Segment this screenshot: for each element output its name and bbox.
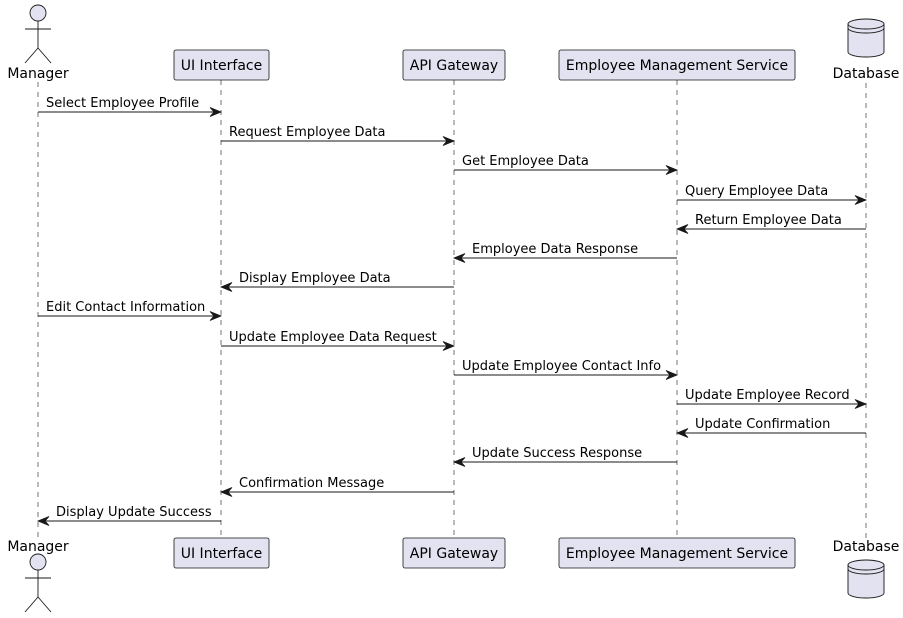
message-arrowhead bbox=[665, 370, 679, 380]
message-label: Update Confirmation bbox=[695, 417, 830, 432]
participant-ems-top: Employee Management Service bbox=[558, 49, 796, 81]
actor-head bbox=[29, 4, 47, 22]
database-label: Database bbox=[833, 66, 900, 82]
participant-label: Employee Management Service bbox=[566, 546, 788, 562]
participant-box bbox=[173, 537, 270, 569]
participant-box bbox=[558, 49, 796, 81]
message-5: Return Employee Data bbox=[675, 213, 866, 234]
message-label: Request Employee Data bbox=[229, 125, 386, 140]
message-arrowhead bbox=[854, 399, 868, 409]
participant-label: UI Interface bbox=[181, 58, 263, 74]
message-11: Update Employee Record bbox=[677, 388, 868, 409]
message-arrowhead bbox=[209, 311, 223, 321]
participant-ui-bottom: UI Interface bbox=[173, 537, 270, 569]
message-arrowhead bbox=[219, 487, 233, 497]
message-label: Display Update Success bbox=[56, 505, 212, 520]
message-arrowhead bbox=[209, 107, 223, 117]
message-label: Update Employee Data Request bbox=[229, 330, 437, 345]
message-1: Select Employee Profile bbox=[38, 96, 223, 117]
database-rim-inner bbox=[847, 27, 885, 34]
participant-label: Employee Management Service bbox=[566, 58, 788, 74]
actor-legs bbox=[24, 47, 52, 64]
participant-label: API Gateway bbox=[410, 58, 498, 74]
message-arrowhead bbox=[452, 253, 466, 263]
participant-gateway-top: API Gateway bbox=[402, 49, 506, 81]
participant-box bbox=[558, 537, 796, 569]
message-label: Update Employee Contact Info bbox=[462, 359, 661, 374]
participant-db-top: Database bbox=[833, 18, 900, 82]
message-9: Update Employee Data Request bbox=[221, 330, 456, 351]
actor-label: Manager bbox=[7, 66, 69, 82]
message-label: Confirmation Message bbox=[239, 476, 384, 491]
database-rim-inner bbox=[847, 568, 885, 575]
message-6: Employee Data Response bbox=[452, 242, 677, 263]
message-arrowhead bbox=[442, 341, 456, 351]
participant-box bbox=[173, 49, 270, 81]
message-arrowhead bbox=[442, 136, 456, 146]
message-label: Edit Contact Information bbox=[46, 300, 205, 315]
participant-db-bottom: Database bbox=[833, 539, 900, 599]
message-7: Display Employee Data bbox=[219, 271, 454, 292]
database-body bbox=[847, 559, 885, 599]
participant-manager-bottom: Manager bbox=[7, 539, 69, 613]
database-body bbox=[847, 18, 885, 58]
message-14: Confirmation Message bbox=[219, 476, 454, 497]
message-2: Request Employee Data bbox=[221, 125, 456, 146]
message-arrowhead bbox=[675, 428, 689, 438]
database-label: Database bbox=[833, 539, 900, 555]
actor-label: Manager bbox=[7, 539, 69, 555]
message-label: Update Success Response bbox=[472, 446, 642, 461]
message-3: Get Employee Data bbox=[454, 154, 679, 175]
participant-box bbox=[402, 537, 506, 569]
message-label: Employee Data Response bbox=[472, 242, 638, 257]
actor-head bbox=[29, 553, 47, 571]
message-label: Display Employee Data bbox=[239, 271, 391, 286]
participant-box bbox=[402, 49, 506, 81]
participant-ems-bottom: Employee Management Service bbox=[558, 537, 796, 569]
message-arrowhead bbox=[219, 282, 233, 292]
database-rim bbox=[847, 23, 885, 30]
message-13: Update Success Response bbox=[452, 446, 677, 467]
participant-gateway-bottom: API Gateway bbox=[402, 537, 506, 569]
participant-ui-top: UI Interface bbox=[173, 49, 270, 81]
database-rim bbox=[847, 564, 885, 571]
message-label: Get Employee Data bbox=[462, 154, 589, 169]
participant-manager-top: Manager bbox=[7, 4, 69, 82]
participant-label: API Gateway bbox=[410, 546, 498, 562]
message-4: Query Employee Data bbox=[677, 184, 868, 205]
message-10: Update Employee Contact Info bbox=[454, 359, 679, 380]
message-label: Select Employee Profile bbox=[46, 96, 199, 111]
message-label: Return Employee Data bbox=[695, 213, 842, 228]
message-arrowhead bbox=[452, 457, 466, 467]
message-12: Update Confirmation bbox=[675, 417, 866, 438]
message-arrowhead bbox=[665, 165, 679, 175]
message-arrowhead bbox=[36, 516, 50, 526]
message-arrowhead bbox=[675, 224, 689, 234]
message-label: Query Employee Data bbox=[685, 184, 828, 199]
actor-legs bbox=[24, 596, 52, 613]
message-arrowhead bbox=[854, 195, 868, 205]
participant-label: UI Interface bbox=[181, 546, 263, 562]
message-label: Update Employee Record bbox=[685, 388, 850, 403]
message-15: Display Update Success bbox=[36, 505, 221, 526]
message-8: Edit Contact Information bbox=[38, 300, 223, 321]
